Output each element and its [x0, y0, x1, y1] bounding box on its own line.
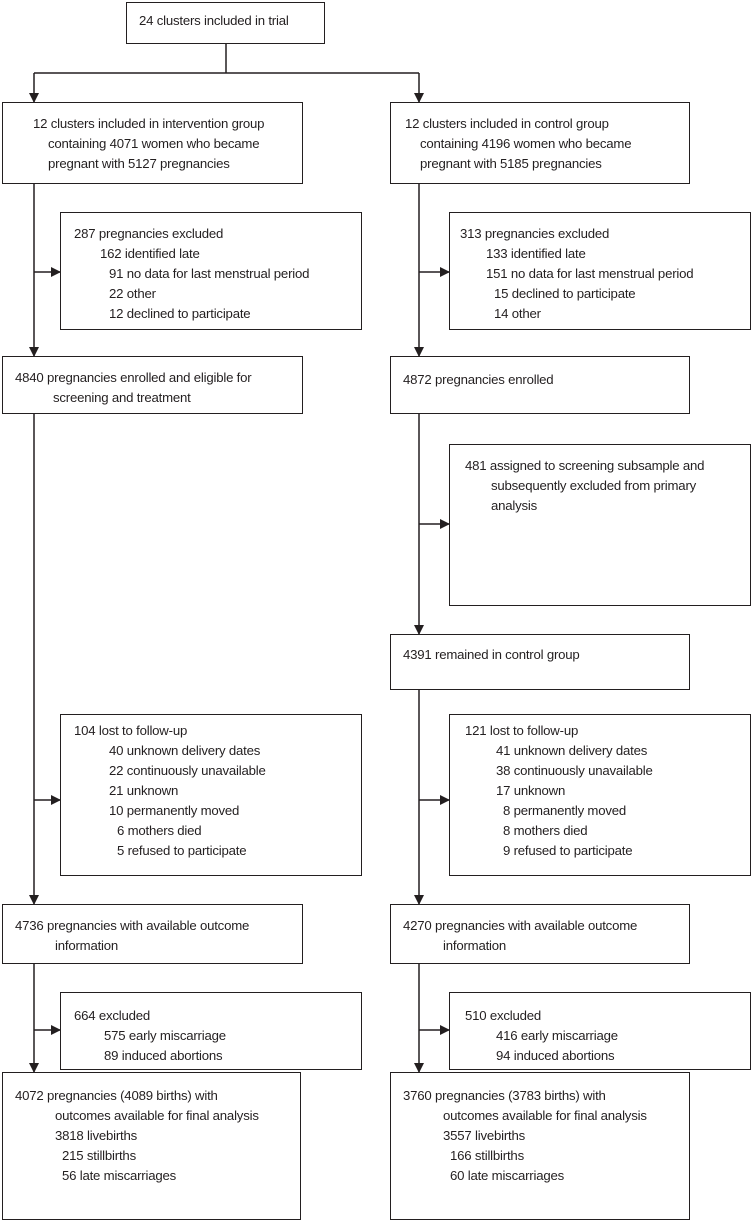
box-control-outcome: 4270 pregnancies with available outcome … [390, 904, 690, 964]
box-intervention-outcome: 4736 pregnancies with available outcome … [2, 904, 303, 964]
box-intervention-enrolled: 4840 pregnancies enrolled and eligible f… [2, 356, 303, 414]
box-control-subsample: 481 assigned to screening subsample and … [449, 444, 751, 606]
box-intervention-group: 12 clusters included in intervention gro… [2, 102, 303, 184]
box-clusters-total: 24 clusters included in trial [126, 2, 325, 44]
box-control-lost: 121 lost to follow-up 41 unknown deliver… [449, 714, 751, 876]
box-control-remained: 4391 remained in control group [390, 634, 690, 690]
box-intervention-excluded-2: 664 excluded 575 early miscarriage 89 in… [60, 992, 362, 1070]
box-control-excluded-2: 510 excluded 416 early miscarriage 94 in… [449, 992, 751, 1070]
box-intervention-excluded: 287 pregnancies excluded 162 identified … [60, 212, 362, 330]
box-intervention-final: 4072 pregnancies (4089 births) with outc… [2, 1072, 301, 1220]
box-intervention-lost: 104 lost to follow-up 40 unknown deliver… [60, 714, 362, 876]
box-control-group: 12 clusters included in control group co… [390, 102, 690, 184]
box-control-excluded: 313 pregnancies excluded 133 identified … [449, 212, 751, 330]
box-control-final: 3760 pregnancies (3783 births) with outc… [390, 1072, 690, 1220]
box-control-enrolled: 4872 pregnancies enrolled [390, 356, 690, 414]
